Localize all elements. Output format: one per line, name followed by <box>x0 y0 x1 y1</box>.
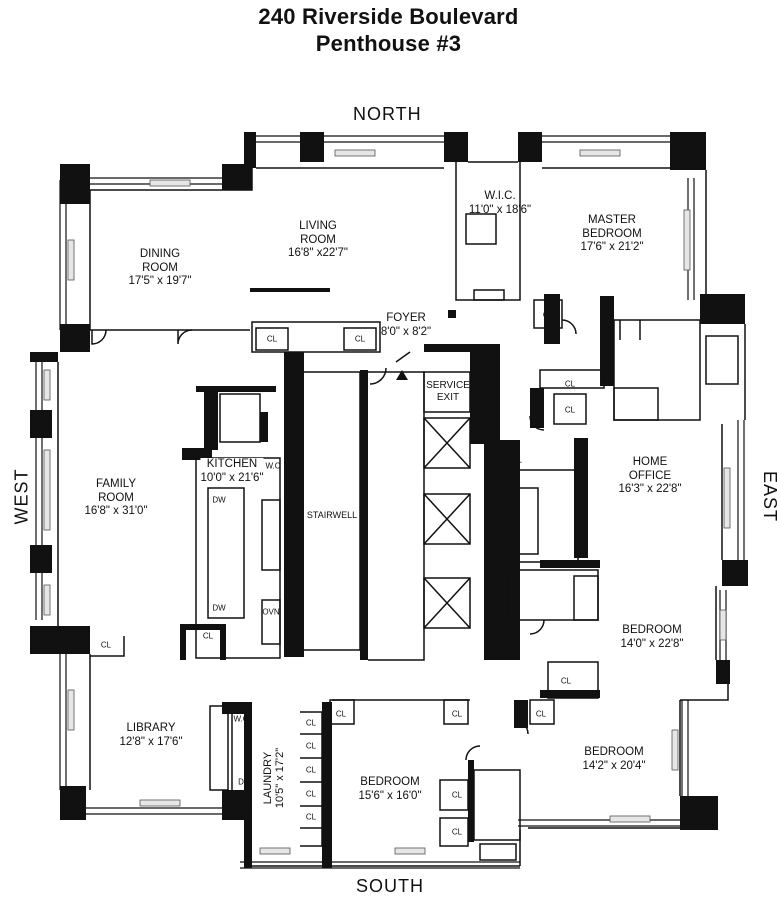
closet-tag: CL <box>305 789 317 799</box>
room-kitchen: KITCHEN 10'0" x 21'6" <box>200 458 264 485</box>
room-family: FAMILY ROOM 16'8" x 31'0" <box>84 478 147 519</box>
room-name: ROOM <box>142 261 178 274</box>
closet-tag: CL <box>564 405 576 415</box>
room-dimensions: 15'6" x 16'0" <box>358 789 422 802</box>
closet-tag: CL <box>511 455 523 465</box>
room-dimensions: 12'8" x 17'6" <box>119 735 183 748</box>
room-name: KITCHEN <box>206 458 258 470</box>
closet-tag: CL <box>305 765 317 775</box>
closet-tag: CL <box>305 718 317 728</box>
room-name: HOME <box>632 456 668 468</box>
oven-tag: OVN <box>262 607 280 617</box>
wc-tag: W.C <box>233 714 249 724</box>
closet-tag: CL <box>266 334 278 344</box>
room-dimensions: 17'5" x 19'7" <box>128 275 192 287</box>
room-wic: W.I.C. 11'0" x 18'6" <box>469 190 531 217</box>
room-dimensions: 10'5" x 17'2" <box>274 747 286 809</box>
room-name: ROOM <box>300 233 336 246</box>
room-name: BEDROOM <box>360 776 420 788</box>
closet-tag: CL <box>354 334 366 344</box>
closet-tag: CL <box>542 310 554 320</box>
closet-tag: CL <box>305 741 317 751</box>
closet-tag: CL <box>564 379 576 389</box>
room-dining: DINING ROOM 17'5" x 19'7" <box>128 248 191 289</box>
room-name: FOYER <box>386 312 426 324</box>
room-home-office: HOME OFFICE 16'3" x 22'8" <box>618 456 681 497</box>
room-library: LIBRARY 12'8" x 17'6" <box>119 722 182 749</box>
room-dimensions: 17'6" x 21'2" <box>580 241 644 253</box>
room-name: BEDROOM <box>584 746 644 758</box>
room-name: ROOM <box>98 491 134 504</box>
room-name: STAIRWELL <box>306 510 358 520</box>
room-laundry: LAUNDRY 10'5" x 17'2" <box>262 748 286 808</box>
room-living: LIVING ROOM 16'8" x22'7" <box>288 220 348 261</box>
closet-tag: CL <box>451 709 463 719</box>
room-name: OFFICE <box>628 469 672 482</box>
room-dimensions: 11'0" x 18'6" <box>468 203 532 216</box>
dishwasher-tag: DW <box>212 603 226 613</box>
room-bedroom-east: BEDROOM 14'0" x 22'8" <box>620 624 683 651</box>
closet-tag: CL <box>335 709 347 719</box>
room-name: MASTER <box>588 214 636 226</box>
compass-west: WEST <box>11 468 32 525</box>
closet-tag: CL <box>451 790 463 800</box>
room-name: FAMILY <box>95 478 137 490</box>
room-name: SERVICE <box>426 380 470 391</box>
washer-tag: W <box>237 799 245 809</box>
closet-tag: CL <box>202 631 214 641</box>
dryer-tag: D <box>238 777 244 787</box>
room-dimensions: 16'8" x22'7" <box>288 247 348 259</box>
closet-tag: CL <box>535 709 547 719</box>
room-foyer: FOYER 8'0" x 8'2" <box>381 312 431 339</box>
room-bedroom-southeast: BEDROOM 14'2" x 20'4" <box>582 746 645 773</box>
room-dimensions: 14'2" x 20'4" <box>582 759 646 772</box>
closet-tag: CL <box>100 640 112 650</box>
listing-address: 240 Riverside Boulevard <box>258 4 519 29</box>
closet-tag: CL <box>560 676 572 686</box>
wc-tag: W.C <box>265 461 281 471</box>
room-name: W.I.C. <box>484 190 516 202</box>
room-dimensions: 16'8" x 31'0" <box>84 505 148 517</box>
closet-tag: CL <box>451 827 463 837</box>
unit-name: Penthouse #3 <box>315 31 462 56</box>
compass-east: EAST <box>760 470 777 523</box>
room-name: BEDROOM <box>622 624 682 636</box>
room-dimensions: 16'3" x 22'8" <box>618 483 682 495</box>
room-master-bedroom: MASTER BEDROOM 17'6" x 21'2" <box>580 214 643 255</box>
room-name: BEDROOM <box>582 227 642 240</box>
room-stairwell: STAIRWELL <box>307 509 357 523</box>
room-name: LIBRARY <box>126 722 176 734</box>
room-service-exit: SERVICE EXIT <box>426 380 470 404</box>
room-name: LAUNDRY <box>262 751 274 805</box>
room-dimensions: 10'0" x 21'6" <box>200 471 264 484</box>
entry-arrow-icon <box>396 370 408 380</box>
room-name: EXIT <box>436 392 460 403</box>
closet-tag: CL <box>305 812 317 822</box>
room-name: LIVING <box>299 220 337 232</box>
compass-south: SOUTH <box>356 876 424 896</box>
room-dimensions: 14'0" x 22'8" <box>620 637 684 650</box>
dishwasher-tag: DW <box>212 495 226 505</box>
room-dimensions: 8'0" x 8'2" <box>380 325 432 338</box>
room-name: DINING <box>139 248 181 260</box>
compass-north: NORTH <box>353 104 422 124</box>
room-bedroom-south: BEDROOM 15'6" x 16'0" <box>358 776 421 803</box>
